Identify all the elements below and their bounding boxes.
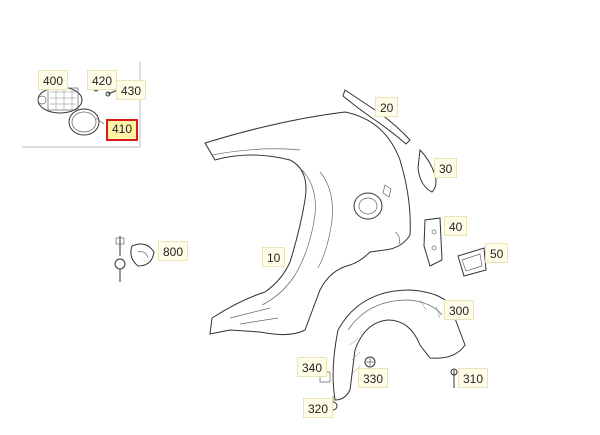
- callout-10[interactable]: 10: [262, 247, 286, 267]
- liner-screw-part: [450, 368, 458, 388]
- callout-50[interactable]: 50: [485, 243, 509, 263]
- seal-part: [417, 148, 437, 193]
- callout-410[interactable]: 410: [106, 119, 139, 141]
- callout-400[interactable]: 400: [38, 70, 69, 90]
- callout-30[interactable]: 30: [434, 158, 458, 178]
- inset-frame: [22, 62, 141, 148]
- bracket-part: [423, 217, 443, 267]
- callout-430[interactable]: 430: [116, 80, 147, 100]
- callout-800[interactable]: 800: [158, 241, 189, 261]
- callout-300[interactable]: 300: [444, 300, 475, 320]
- liner-clip-part: [364, 356, 376, 368]
- callout-20[interactable]: 20: [375, 97, 399, 117]
- fuel-flap-part: [68, 108, 105, 136]
- wheel-arch-liner-part: [332, 289, 466, 401]
- callout-320[interactable]: 320: [303, 398, 334, 418]
- callout-340[interactable]: 340: [297, 357, 328, 377]
- trim-strip-part: [342, 89, 411, 145]
- callout-330[interactable]: 330: [358, 368, 389, 388]
- callout-40[interactable]: 40: [444, 216, 468, 236]
- bolt-set-part: [114, 236, 155, 282]
- rear-side-panel-part: [204, 111, 411, 336]
- callout-420[interactable]: 420: [87, 70, 118, 90]
- callout-310[interactable]: 310: [458, 368, 489, 388]
- cover-part: [457, 247, 487, 277]
